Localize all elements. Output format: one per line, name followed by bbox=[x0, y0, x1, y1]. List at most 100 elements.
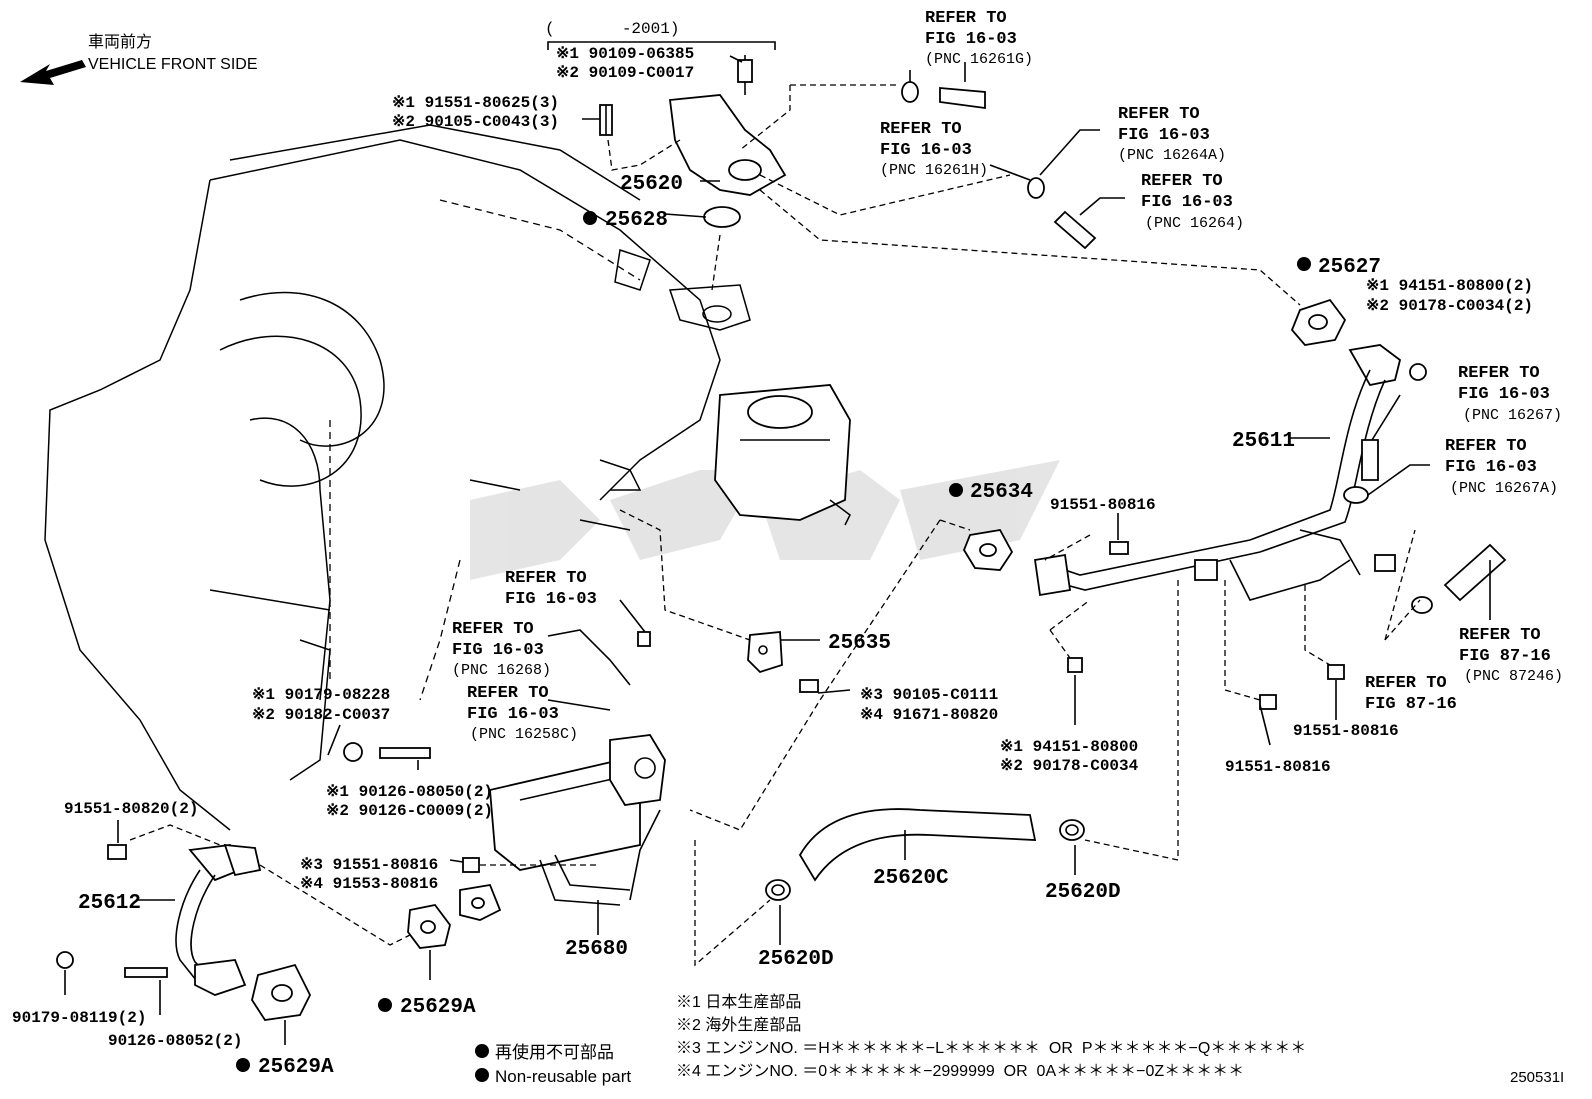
svg-text:(PNC 16268): (PNC 16268) bbox=[452, 662, 551, 679]
svg-text:REFER TO: REFER TO bbox=[1459, 626, 1541, 645]
legend-nonreusable-en: Non-reusable part bbox=[495, 1067, 631, 1086]
callout-90109-C0017: ※2 90109-C0017 bbox=[556, 64, 694, 82]
legend-note-2: ※2 海外生産部品 bbox=[676, 1016, 801, 1034]
part-90179-08119: 90179-08119(2) bbox=[12, 1009, 146, 1027]
egr-valve bbox=[599, 55, 787, 196]
svg-text:REFER TO: REFER TO bbox=[1141, 172, 1223, 191]
svg-text:REFER TO: REFER TO bbox=[1118, 105, 1200, 124]
engine-block bbox=[44, 124, 751, 831]
refer-16268b: REFER TO FIG 16-03 (PNC 16268) bbox=[452, 620, 551, 679]
svg-text:(PNC 87246): (PNC 87246) bbox=[1464, 668, 1563, 685]
svg-text:(PNC 16267): (PNC 16267) bbox=[1463, 407, 1562, 424]
egr-pipe-25611 bbox=[1033, 344, 1402, 601]
svg-text:REFER TO: REFER TO bbox=[505, 569, 587, 588]
refer-16267A: REFER TO FIG 16-03 (PNC 16267A) bbox=[1445, 437, 1558, 497]
nonreusable-dot bbox=[475, 1068, 489, 1082]
part-25620D-b: 25620D bbox=[758, 948, 834, 971]
svg-text:REFER TO: REFER TO bbox=[467, 684, 549, 703]
svg-text:REFER TO: REFER TO bbox=[880, 120, 962, 139]
svg-text:(PNC 16264A): (PNC 16264A) bbox=[1118, 147, 1226, 164]
svg-text:(PNC 16258C): (PNC 16258C) bbox=[470, 726, 578, 743]
svg-text:REFER TO: REFER TO bbox=[452, 620, 534, 639]
callout-90105-C0043: ※2 90105-C0043(3) bbox=[392, 113, 559, 131]
hose-refer-16267 bbox=[1343, 439, 1379, 504]
part-25627: 25627 bbox=[1318, 256, 1381, 279]
hose-refer-16261G bbox=[901, 81, 986, 110]
egr-cooler-25680 bbox=[489, 734, 666, 906]
refer-16268: REFER TO FIG 16-03 bbox=[505, 569, 597, 609]
part-25620: 25620 bbox=[620, 173, 683, 196]
svg-text:FIG 16-03: FIG 16-03 bbox=[505, 590, 597, 609]
hose-25620C bbox=[798, 808, 1037, 882]
callout-90178-C0034: ※2 90178-C0034 bbox=[1000, 757, 1139, 775]
front-arrow-icon bbox=[20, 60, 86, 85]
front-side-en: VEHICLE FRONT SIDE bbox=[88, 56, 258, 73]
refer-16267: REFER TO FIG 16-03 (PNC 16267) bbox=[1458, 364, 1562, 424]
svg-text:REFER TO: REFER TO bbox=[1445, 437, 1527, 456]
svg-text:REFER TO: REFER TO bbox=[1365, 674, 1447, 693]
callout-94151-80800: ※1 94151-80800 bbox=[1000, 738, 1138, 756]
nonreusable-dot bbox=[1297, 257, 1311, 271]
svg-text:(PNC 16261H): (PNC 16261H) bbox=[880, 162, 988, 179]
bolts bbox=[56, 363, 1427, 978]
svg-text:FIG 87-16: FIG 87-16 bbox=[1365, 695, 1457, 714]
refer-16264: REFER TO FIG 16-03 (PNC 16264) bbox=[1141, 172, 1244, 232]
gasket-small bbox=[459, 883, 502, 921]
svg-text:(PNC 16264): (PNC 16264) bbox=[1145, 215, 1244, 232]
part-25628: 25628 bbox=[605, 209, 668, 232]
legend-note-4: ※4 エンジンNO. ＝0＊＊＊＊＊＊−2999999 OR 0A＊＊＊＊＊−0… bbox=[676, 1063, 1244, 1080]
svg-text:REFER TO: REFER TO bbox=[925, 9, 1007, 28]
svg-text:FIG 16-03: FIG 16-03 bbox=[1458, 385, 1550, 404]
refer-87246: REFER TO FIG 87-16 (PNC 87246) bbox=[1459, 626, 1563, 685]
clamp-25620D-a bbox=[1059, 819, 1085, 841]
callout-90179-08228: ※1 90179-08228 bbox=[252, 686, 390, 704]
refer-16261G: REFER TO FIG 16-03 (PNC 16261G) bbox=[925, 9, 1033, 68]
svg-text:FIG 16-03: FIG 16-03 bbox=[467, 705, 559, 724]
callout-91551-80625: ※1 91551-80625(3) bbox=[392, 94, 559, 112]
legend-nonreusable-jp: 再使用不可部品 bbox=[495, 1042, 614, 1062]
nonreusable-dot bbox=[475, 1044, 489, 1058]
refer-8716: REFER TO FIG 87-16 bbox=[1365, 674, 1457, 714]
refer-16258C: REFER TO FIG 16-03 (PNC 16258C) bbox=[467, 684, 578, 743]
refer-16264A: REFER TO FIG 16-03 (PNC 16264A) bbox=[1118, 105, 1226, 164]
clamp-25620D-b bbox=[765, 879, 791, 901]
part-25620C: 25620C bbox=[873, 867, 949, 890]
svg-text:FIG 16-03: FIG 16-03 bbox=[925, 30, 1017, 49]
nonreusable-dot bbox=[236, 1058, 250, 1072]
egr-pipe-25612 bbox=[175, 843, 262, 996]
part-25620D-a: 25620D bbox=[1045, 881, 1121, 904]
part-25680: 25680 bbox=[565, 938, 628, 961]
part-91551-80820: 91551-80820(2) bbox=[64, 800, 198, 818]
callout-91553-80816-s4: ※4 91553-80816 bbox=[300, 875, 438, 893]
part-91551-80816-c: 91551-80816 bbox=[1225, 758, 1331, 776]
legend-note-1: ※1 日本生産部品 bbox=[676, 993, 801, 1011]
part-91551-80816-a: 91551-80816 bbox=[1050, 496, 1156, 514]
gasket-25629A-b bbox=[251, 963, 312, 1021]
bracket-25635 bbox=[747, 631, 783, 674]
callout-90105-C0111: ※3 90105-C0111 bbox=[860, 686, 998, 704]
nonreusable-dot bbox=[378, 998, 392, 1012]
leader-lines bbox=[64, 41, 1491, 1045]
part-25634: 25634 bbox=[970, 481, 1033, 504]
part-25612: 25612 bbox=[78, 892, 141, 915]
svg-text:(PNC 16267A): (PNC 16267A) bbox=[1450, 480, 1558, 497]
svg-text:REFER TO: REFER TO bbox=[1458, 364, 1540, 383]
callout-90178-C0034-2: ※2 90178-C0034(2) bbox=[1366, 297, 1533, 315]
callout-90182-C0037: ※2 90182-C0037 bbox=[252, 706, 390, 724]
callout-90126-08050: ※1 90126-08050(2) bbox=[326, 783, 493, 801]
svg-text:FIG 87-16: FIG 87-16 bbox=[1459, 647, 1551, 666]
front-side-jp: 車両前方 bbox=[88, 33, 152, 51]
part-25635: 25635 bbox=[828, 632, 891, 655]
callout-94151-80800-2: ※1 94151-80800(2) bbox=[1366, 277, 1533, 295]
gasket-25634 bbox=[962, 529, 1014, 571]
hose-refer-87246 bbox=[1411, 543, 1507, 614]
svg-text:FIG 16-03: FIG 16-03 bbox=[1118, 126, 1210, 145]
hose-refer-16264 bbox=[1027, 177, 1097, 250]
illustration-code: 250531I bbox=[1510, 1069, 1564, 1086]
gasket-25629A-a bbox=[407, 904, 451, 949]
part-90126-08052: 90126-08052(2) bbox=[108, 1032, 242, 1050]
callout-91551-80816-s3: ※3 91551-80816 bbox=[300, 856, 438, 874]
part-91551-80816-b: 91551-80816 bbox=[1293, 722, 1399, 740]
nonreusable-dot bbox=[583, 211, 597, 225]
